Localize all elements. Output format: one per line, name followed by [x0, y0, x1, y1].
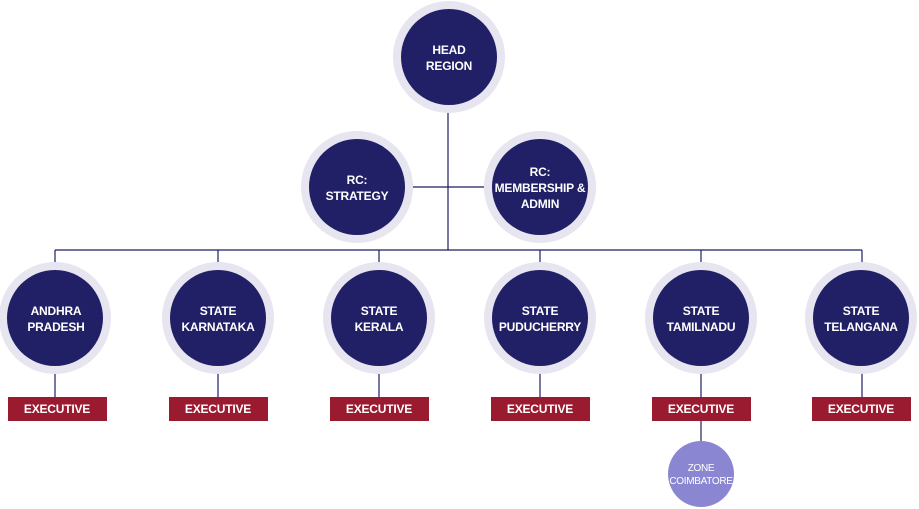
- state-line2: PRADESH: [27, 320, 84, 334]
- state-line2: TELANGANA: [824, 320, 898, 334]
- state-line1: STATE: [522, 304, 559, 318]
- connectors: [54, 100, 863, 442]
- state-node-puducherry: STATE PUDUCHERRY: [484, 262, 596, 374]
- rc-membership-line2: MEMBERSHIP &: [495, 181, 586, 195]
- executive-label: EXECUTIVE: [185, 402, 251, 416]
- state-line1: STATE: [843, 304, 880, 318]
- executive-label: EXECUTIVE: [24, 402, 90, 416]
- state-circle: [492, 270, 588, 366]
- rc-membership-line3: ADMIN: [521, 197, 559, 211]
- state-node-kerala: STATE KERALA: [323, 262, 435, 374]
- rc-strategy-circle: [309, 139, 405, 235]
- rc-strategy-node: RC: STRATEGY: [301, 131, 413, 243]
- executive-box-tamilnadu: EXECUTIVE: [652, 397, 751, 421]
- executive-box-bg: [8, 397, 107, 421]
- executive-label: EXECUTIVE: [346, 402, 412, 416]
- executive-box-andhra: EXECUTIVE: [8, 397, 107, 421]
- state-line2: KERALA: [355, 320, 404, 334]
- state-line1: ANDHRA: [31, 304, 82, 318]
- state-node-tamilnadu: STATE TAMILNADU: [645, 262, 757, 374]
- head-region-line1: HEAD: [432, 43, 466, 57]
- executive-label: EXECUTIVE: [668, 402, 734, 416]
- executive-box-bg: [491, 397, 590, 421]
- zone-circle: [668, 441, 734, 507]
- state-line2: PUDUCHERRY: [499, 320, 581, 334]
- head-region-node: HEAD REGION: [393, 1, 505, 113]
- rc-membership-line1: RC:: [530, 165, 551, 179]
- zone-line1: ZONE: [688, 463, 715, 474]
- state-node-telangana: STATE TELANGANA: [805, 262, 917, 374]
- state-circle: [331, 270, 427, 366]
- zone-coimbatore-node: ZONE COIMBATORE: [668, 441, 734, 507]
- zone-line2: COIMBATORE: [669, 476, 733, 487]
- rc-strategy-line2: STRATEGY: [326, 189, 389, 203]
- executive-box-bg: [330, 397, 429, 421]
- state-circle: [653, 270, 749, 366]
- head-region-circle: [401, 9, 497, 105]
- rc-strategy-line1: RC:: [347, 173, 368, 187]
- state-circle: [813, 270, 909, 366]
- state-line1: STATE: [683, 304, 720, 318]
- executive-box-karnataka: EXECUTIVE: [169, 397, 268, 421]
- state-node-andhra: ANDHRA PRADESH: [0, 262, 111, 374]
- state-line1: STATE: [200, 304, 237, 318]
- executive-box-bg: [169, 397, 268, 421]
- state-line2: TAMILNADU: [667, 320, 736, 334]
- state-circle: [7, 270, 103, 366]
- executive-box-kerala: EXECUTIVE: [330, 397, 429, 421]
- executive-box-puducherry: EXECUTIVE: [491, 397, 590, 421]
- executive-box-bg: [652, 397, 751, 421]
- state-node-karnataka: STATE KARNATAKA: [162, 262, 274, 374]
- head-region-line2: REGION: [426, 59, 472, 73]
- executive-box-bg: [812, 397, 911, 421]
- state-line1: STATE: [361, 304, 398, 318]
- state-line2: KARNATAKA: [181, 320, 255, 334]
- state-circle: [170, 270, 266, 366]
- rc-membership-circle: [492, 139, 588, 235]
- executive-label: EXECUTIVE: [507, 402, 573, 416]
- executive-box-telangana: EXECUTIVE: [812, 397, 911, 421]
- executive-label: EXECUTIVE: [828, 402, 894, 416]
- rc-membership-node: RC: MEMBERSHIP & ADMIN: [484, 131, 596, 243]
